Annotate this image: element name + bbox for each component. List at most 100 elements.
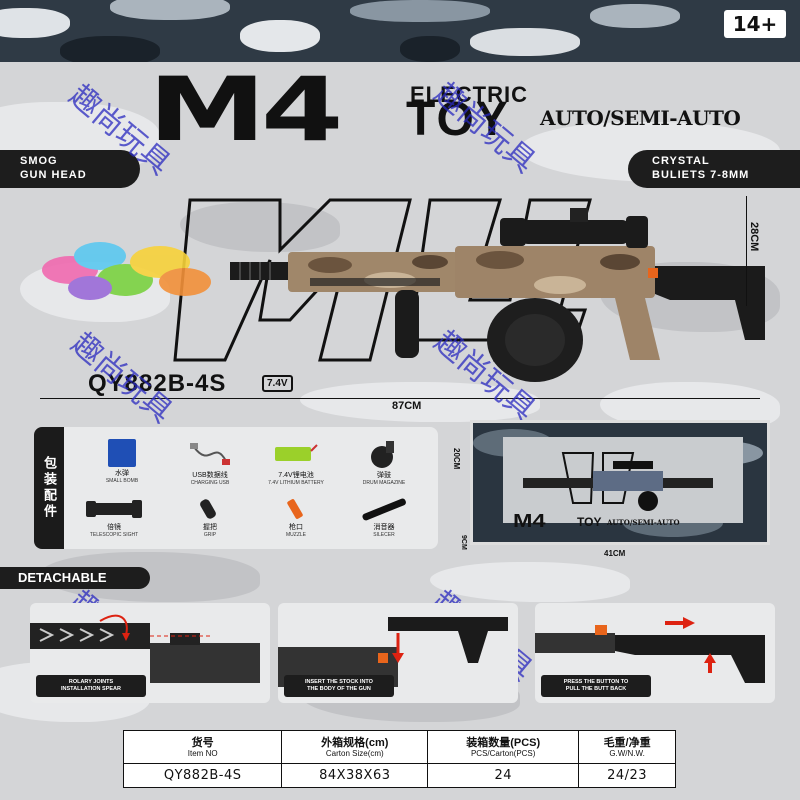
- camo-header-band: [0, 0, 800, 62]
- foregrip: [395, 290, 419, 358]
- accessory-item: 消音器 SILECER: [344, 497, 424, 539]
- silencer-icon: [359, 497, 409, 521]
- accessory-item: USB数据线 CHARGING USB: [170, 439, 250, 487]
- crystal-bullets-tag: CRYSTAL BULIETS 7-8MM: [628, 150, 800, 188]
- box-depth-label: 9CM: [460, 535, 467, 550]
- header-en: G.W/N.W.: [609, 748, 645, 758]
- title-toy: TOY: [406, 93, 510, 146]
- step-3-caption: PRESS THE BUTTON TO PULL THE BUTT BACK: [541, 675, 651, 697]
- battery-icon: [273, 439, 319, 469]
- table-header-cell: 装箱数量(PCS)PCS/Carton(PCS): [427, 730, 580, 764]
- scope-icon: [86, 497, 142, 521]
- stock: [655, 266, 765, 340]
- usb-cable-icon: [190, 439, 230, 469]
- header-en: PCS/Carton(PCS): [470, 748, 536, 758]
- smog-tag: SMOG GUN HEAD: [0, 150, 140, 188]
- pull-butt-illustration: [535, 617, 765, 683]
- header-cn: 装箱数量(PCS): [466, 736, 541, 749]
- accessory-name-en: SILECER: [373, 532, 395, 538]
- accessory-name-cn: 倍镜: [107, 524, 121, 531]
- insert-stock-illustration: [278, 617, 508, 687]
- accessory-name-cn: USB数据线: [192, 472, 228, 479]
- header-cn: 毛重/净重: [603, 736, 651, 749]
- table-cell: QY882B-4S: [122, 763, 283, 788]
- muzzle-icon: [281, 497, 311, 521]
- rotary-joint-illustration: [30, 614, 260, 683]
- accessory-item: 握把 GRIP: [170, 497, 250, 539]
- title-electric: ELECTRIC: [410, 82, 528, 107]
- box-width-label: 41CM: [604, 549, 626, 558]
- crystal-tag-line1: CRYSTAL: [652, 155, 710, 167]
- model-number: QY882B-4S: [88, 370, 227, 397]
- accessory-name-cn: 7.4V锂电池: [278, 472, 314, 479]
- step-3-panel: PRESS THE BUTTON TO PULL THE BUTT BACK: [535, 603, 775, 703]
- caption-line: PULL THE BUTT BACK: [565, 686, 627, 692]
- height-dimension: 28CM: [748, 222, 760, 252]
- accessory-item: 枪口 MUZZLE: [256, 497, 336, 539]
- step-1-caption: ROLARY JOINTS INSTALLATION SPEAR: [36, 675, 146, 697]
- product-title: M4: [148, 58, 343, 161]
- crystal-tag-line2: BULIETS 7-8MM: [652, 169, 750, 181]
- accessory-name-en: TELESCOPIC SIGHT: [89, 532, 139, 538]
- accessory-name-cn: 弹鼓: [377, 472, 391, 479]
- accessory-item: 水弹 SMALL BOMB: [82, 439, 162, 485]
- scope: [500, 208, 648, 248]
- accessories-panel: 包装配件 水弹 SMALL BOMB USB数据线 CHARGING USB 7…: [34, 427, 438, 549]
- table-row: QY882B-4S 84X38X63 24 24/23: [122, 763, 676, 788]
- accessory-item: 弹鼓 DRUM MAGAZINE: [344, 439, 424, 487]
- caption-line: THE BODY OF THE GUN: [307, 686, 371, 692]
- drum-magazine-icon: [368, 439, 400, 469]
- accessory-name-cn: 枪口: [289, 524, 303, 531]
- accessory-name-en: DRUM MAGAZINE: [362, 480, 406, 486]
- header-en: Item NO: [187, 748, 218, 758]
- accessory-name-en: SMALL BOMB: [105, 478, 139, 484]
- packaging-box-image: M4 TOY AUTO/SEMI-AUTO: [470, 420, 770, 545]
- accessory-item: 倍镜 TELESCOPIC SIGHT: [74, 497, 154, 539]
- step-1-panel: ROLARY JOINTS INSTALLATION SPEAR: [30, 603, 270, 703]
- header-cn: 外箱规格(cm): [321, 736, 389, 749]
- header-cn: 货号: [191, 736, 214, 749]
- detachable-banner: DETACHABLE: [0, 567, 150, 589]
- step-2-panel: INSERT THE STOCK INTO THE BODY OF THE GU…: [278, 603, 518, 703]
- table-header-cell: 外箱规格(cm)Carton Size(cm): [281, 730, 429, 764]
- step-2-caption: INSERT THE STOCK INTO THE BODY OF THE GU…: [284, 675, 394, 697]
- length-dimension-line: [40, 398, 760, 399]
- pistol-grip: [615, 298, 660, 360]
- box-height-label: 20CM: [452, 448, 461, 470]
- box-toy-label: TOY: [577, 515, 602, 529]
- battery-voltage-badge: 7.4V: [262, 375, 293, 392]
- caption-line: ROLARY JOINTS: [68, 679, 114, 685]
- gel-beads-icon: [108, 439, 136, 467]
- table-cell: 24: [427, 763, 580, 788]
- caption-line: INSTALLATION SPEAR: [61, 686, 121, 692]
- box-title: M4: [513, 511, 546, 531]
- gun-illustration: [42, 198, 765, 382]
- grip-icon: [195, 497, 225, 521]
- age-rating-badge: 14+: [724, 10, 786, 38]
- accessory-name-en: 7.4V LITHIUM BATTERY: [268, 480, 324, 486]
- table-cell: 24/23: [578, 763, 676, 788]
- smoke-effect: [42, 242, 211, 300]
- caption-line: INSERT THE STOCK INTO: [305, 679, 373, 685]
- accessory-name-en: CHARGING USB: [190, 480, 230, 486]
- accessory-name-cn: 水弹: [115, 470, 129, 477]
- accessory-name-cn: 消音器: [373, 524, 395, 531]
- accessory-name-en: GRIP: [203, 532, 217, 538]
- box-artwork: [473, 423, 767, 542]
- accessory-name-cn: 握把: [203, 524, 217, 531]
- smog-tag-line2: GUN HEAD: [20, 169, 87, 181]
- accessory-item: 7.4V锂电池 7.4V LITHIUM BATTERY: [256, 439, 336, 487]
- header-en: Carton Size(cm): [325, 748, 384, 758]
- smog-tag-line1: SMOG: [20, 155, 58, 167]
- table-cell: 84X38X63: [281, 763, 429, 788]
- accessory-name-en: MUZZLE: [286, 532, 306, 538]
- fire-mode-label: AUTO/SEMI-AUTO: [540, 106, 741, 130]
- length-dimension: 87CM: [392, 400, 422, 412]
- caption-line: PRESS THE BUTTON TO: [563, 679, 629, 685]
- box-mode-label: AUTO/SEMI-AUTO: [607, 518, 680, 527]
- accessories-side-label: 包装配件: [34, 427, 64, 549]
